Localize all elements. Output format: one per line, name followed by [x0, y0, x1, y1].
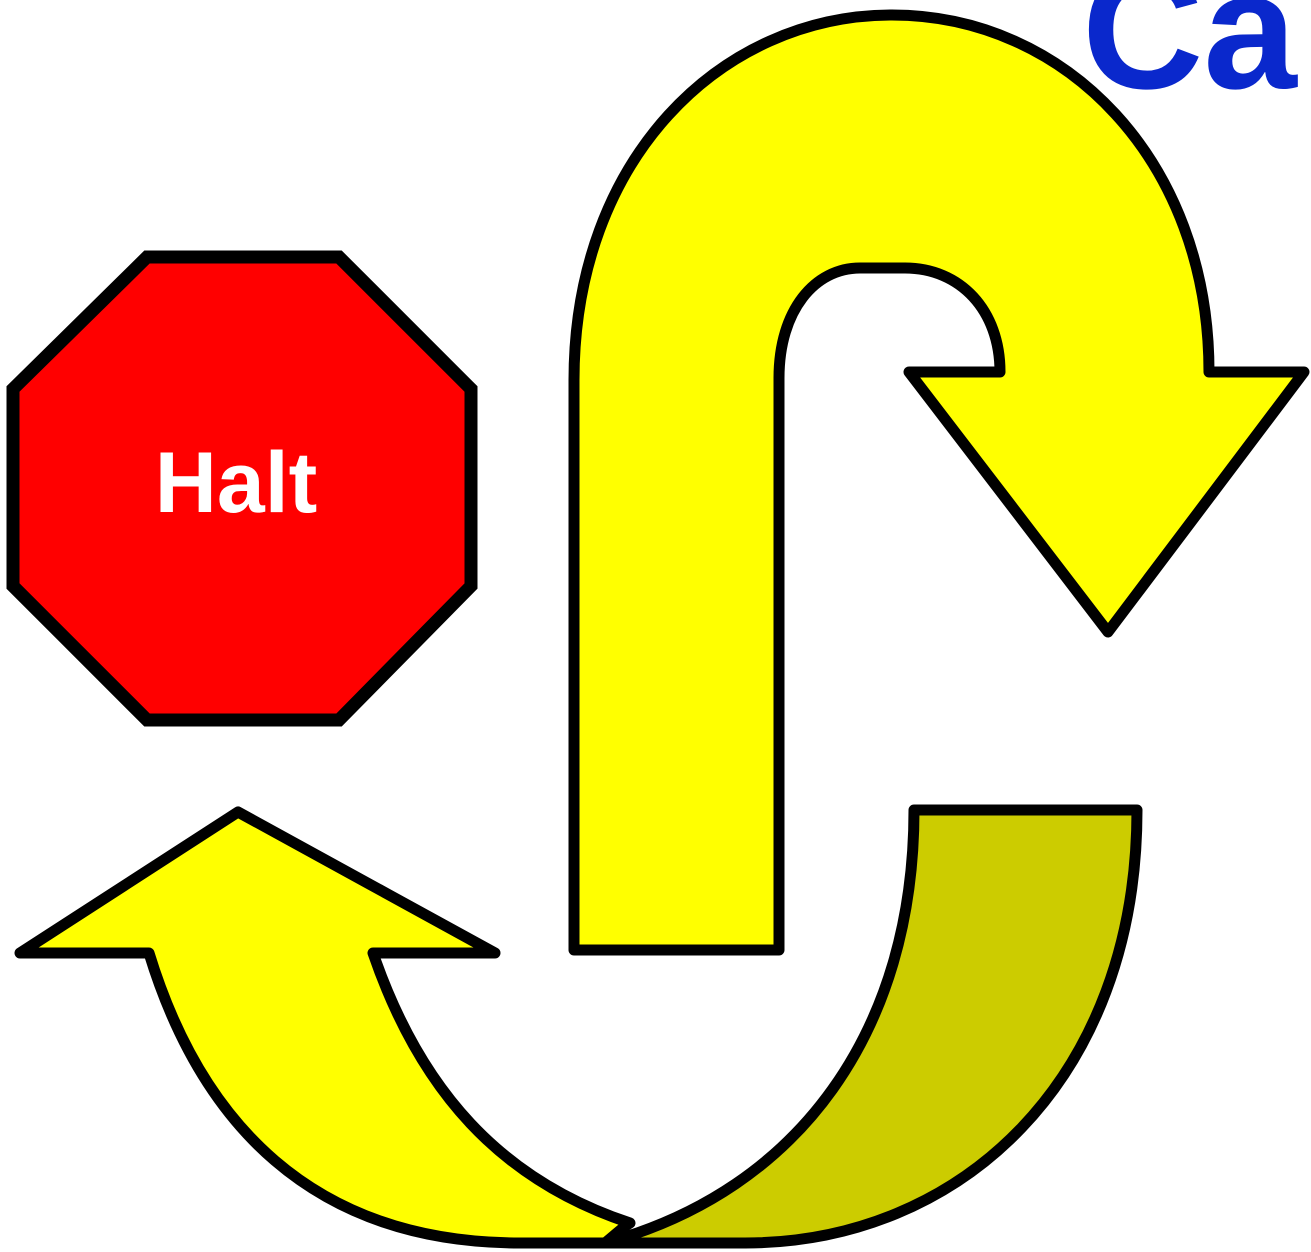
lower-arrow-front [20, 812, 630, 1243]
stop-sign: Halt [13, 257, 471, 720]
stop-sign-label: Halt [155, 435, 317, 531]
